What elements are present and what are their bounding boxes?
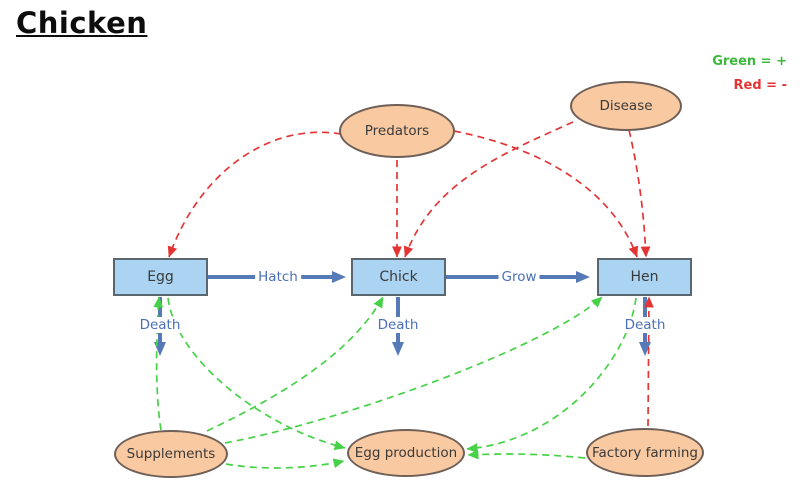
- node-predators: Predators: [339, 104, 455, 158]
- edge-label-death-chick: Death: [374, 317, 422, 333]
- legend-green-positive: Green = +: [712, 54, 787, 69]
- edge-label-death-hen: Death: [621, 317, 669, 333]
- edge-disease-to-hen: [628, 129, 651, 258]
- edge-supplements-to-egg-production: [225, 458, 345, 469]
- node-factory-farming: Factory farming: [586, 428, 704, 477]
- legend: Green = + Red = -: [712, 50, 787, 98]
- edge-supplements-to-hen: [224, 296, 603, 444]
- edge-supplements-to-egg: [153, 296, 164, 431]
- edge-factory-farming-to-hen: [643, 296, 654, 427]
- node-chick: Chick: [351, 258, 446, 296]
- edge-disease-to-chick: [403, 121, 574, 258]
- page-title: Chicken: [16, 6, 148, 40]
- edge-hen-to-egg-production: [466, 297, 637, 454]
- node-predators-label: Predators: [364, 123, 430, 139]
- node-hen: Hen: [597, 258, 692, 296]
- edge-label-death-egg: Death: [136, 317, 184, 333]
- node-hen-label: Hen: [630, 269, 659, 285]
- node-egg-production: Egg production: [347, 429, 465, 477]
- node-egg: Egg: [113, 258, 208, 296]
- edge-label-hatch: Hatch: [255, 269, 301, 285]
- node-egg-label: Egg: [147, 269, 174, 285]
- node-chick-label: Chick: [379, 269, 418, 285]
- node-supplements: Supplements: [114, 430, 228, 478]
- node-egg-production-label: Egg production: [354, 445, 458, 461]
- edge-predators-to-egg: [167, 131, 342, 258]
- edge-predators-to-hen: [453, 130, 639, 258]
- node-factory-farming-label: Factory farming: [592, 444, 698, 461]
- edge-label-grow: Grow: [498, 269, 540, 285]
- node-disease: Disease: [570, 81, 682, 131]
- node-supplements-label: Supplements: [126, 446, 216, 462]
- legend-red-negative: Red = -: [733, 78, 787, 93]
- edge-supplements-to-chick: [206, 296, 384, 432]
- edge-factory-farming-to-egg-production: [467, 449, 586, 460]
- edge-egg-to-egg-production: [167, 297, 346, 451]
- node-disease-label: Disease: [599, 98, 653, 114]
